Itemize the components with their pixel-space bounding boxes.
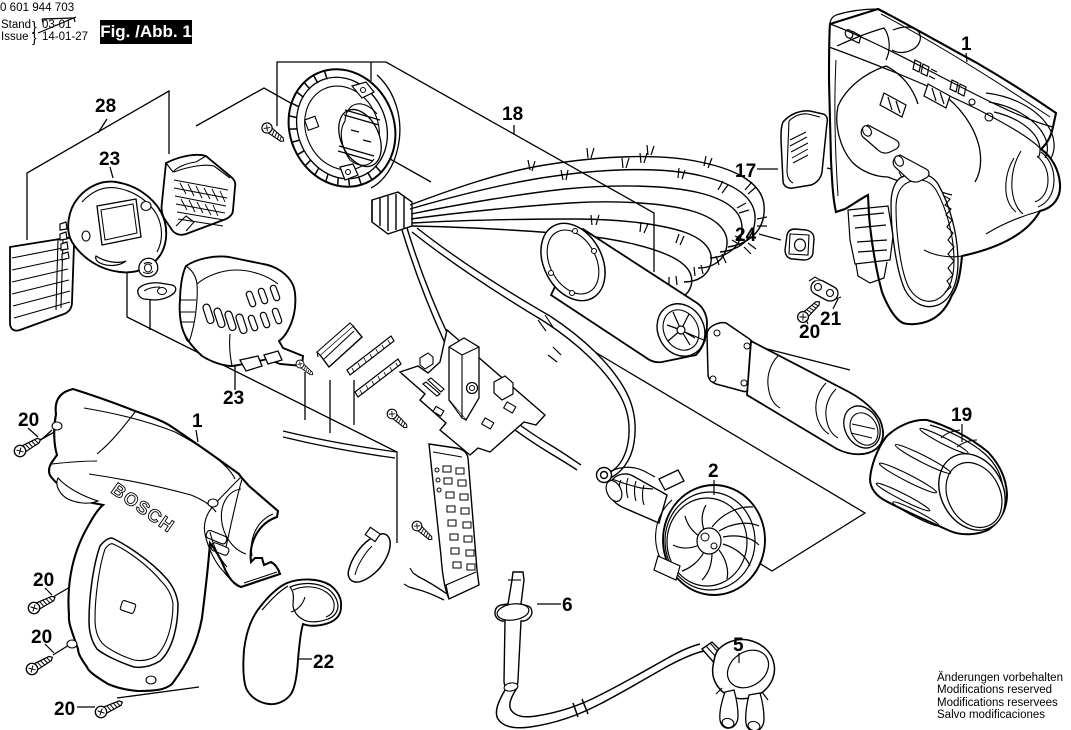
svg-text:20: 20 <box>33 570 54 591</box>
svg-text:18: 18 <box>502 104 523 125</box>
svg-text:21: 21 <box>820 309 842 330</box>
svg-text:28: 28 <box>95 96 116 117</box>
svg-text:20: 20 <box>18 410 39 431</box>
svg-text:6: 6 <box>562 595 573 616</box>
svg-text:20: 20 <box>54 699 75 720</box>
svg-text:2: 2 <box>708 461 719 482</box>
svg-text:19: 19 <box>951 405 972 426</box>
svg-text:1: 1 <box>192 411 203 432</box>
svg-text:20: 20 <box>31 627 52 648</box>
svg-text:23: 23 <box>99 149 120 170</box>
svg-text:17: 17 <box>735 161 756 182</box>
svg-text:20: 20 <box>799 322 820 343</box>
svg-text:24: 24 <box>735 225 757 246</box>
svg-text:5: 5 <box>733 635 744 656</box>
svg-text:23: 23 <box>223 388 244 409</box>
svg-text:1: 1 <box>961 34 972 55</box>
svg-text:22: 22 <box>313 652 334 673</box>
